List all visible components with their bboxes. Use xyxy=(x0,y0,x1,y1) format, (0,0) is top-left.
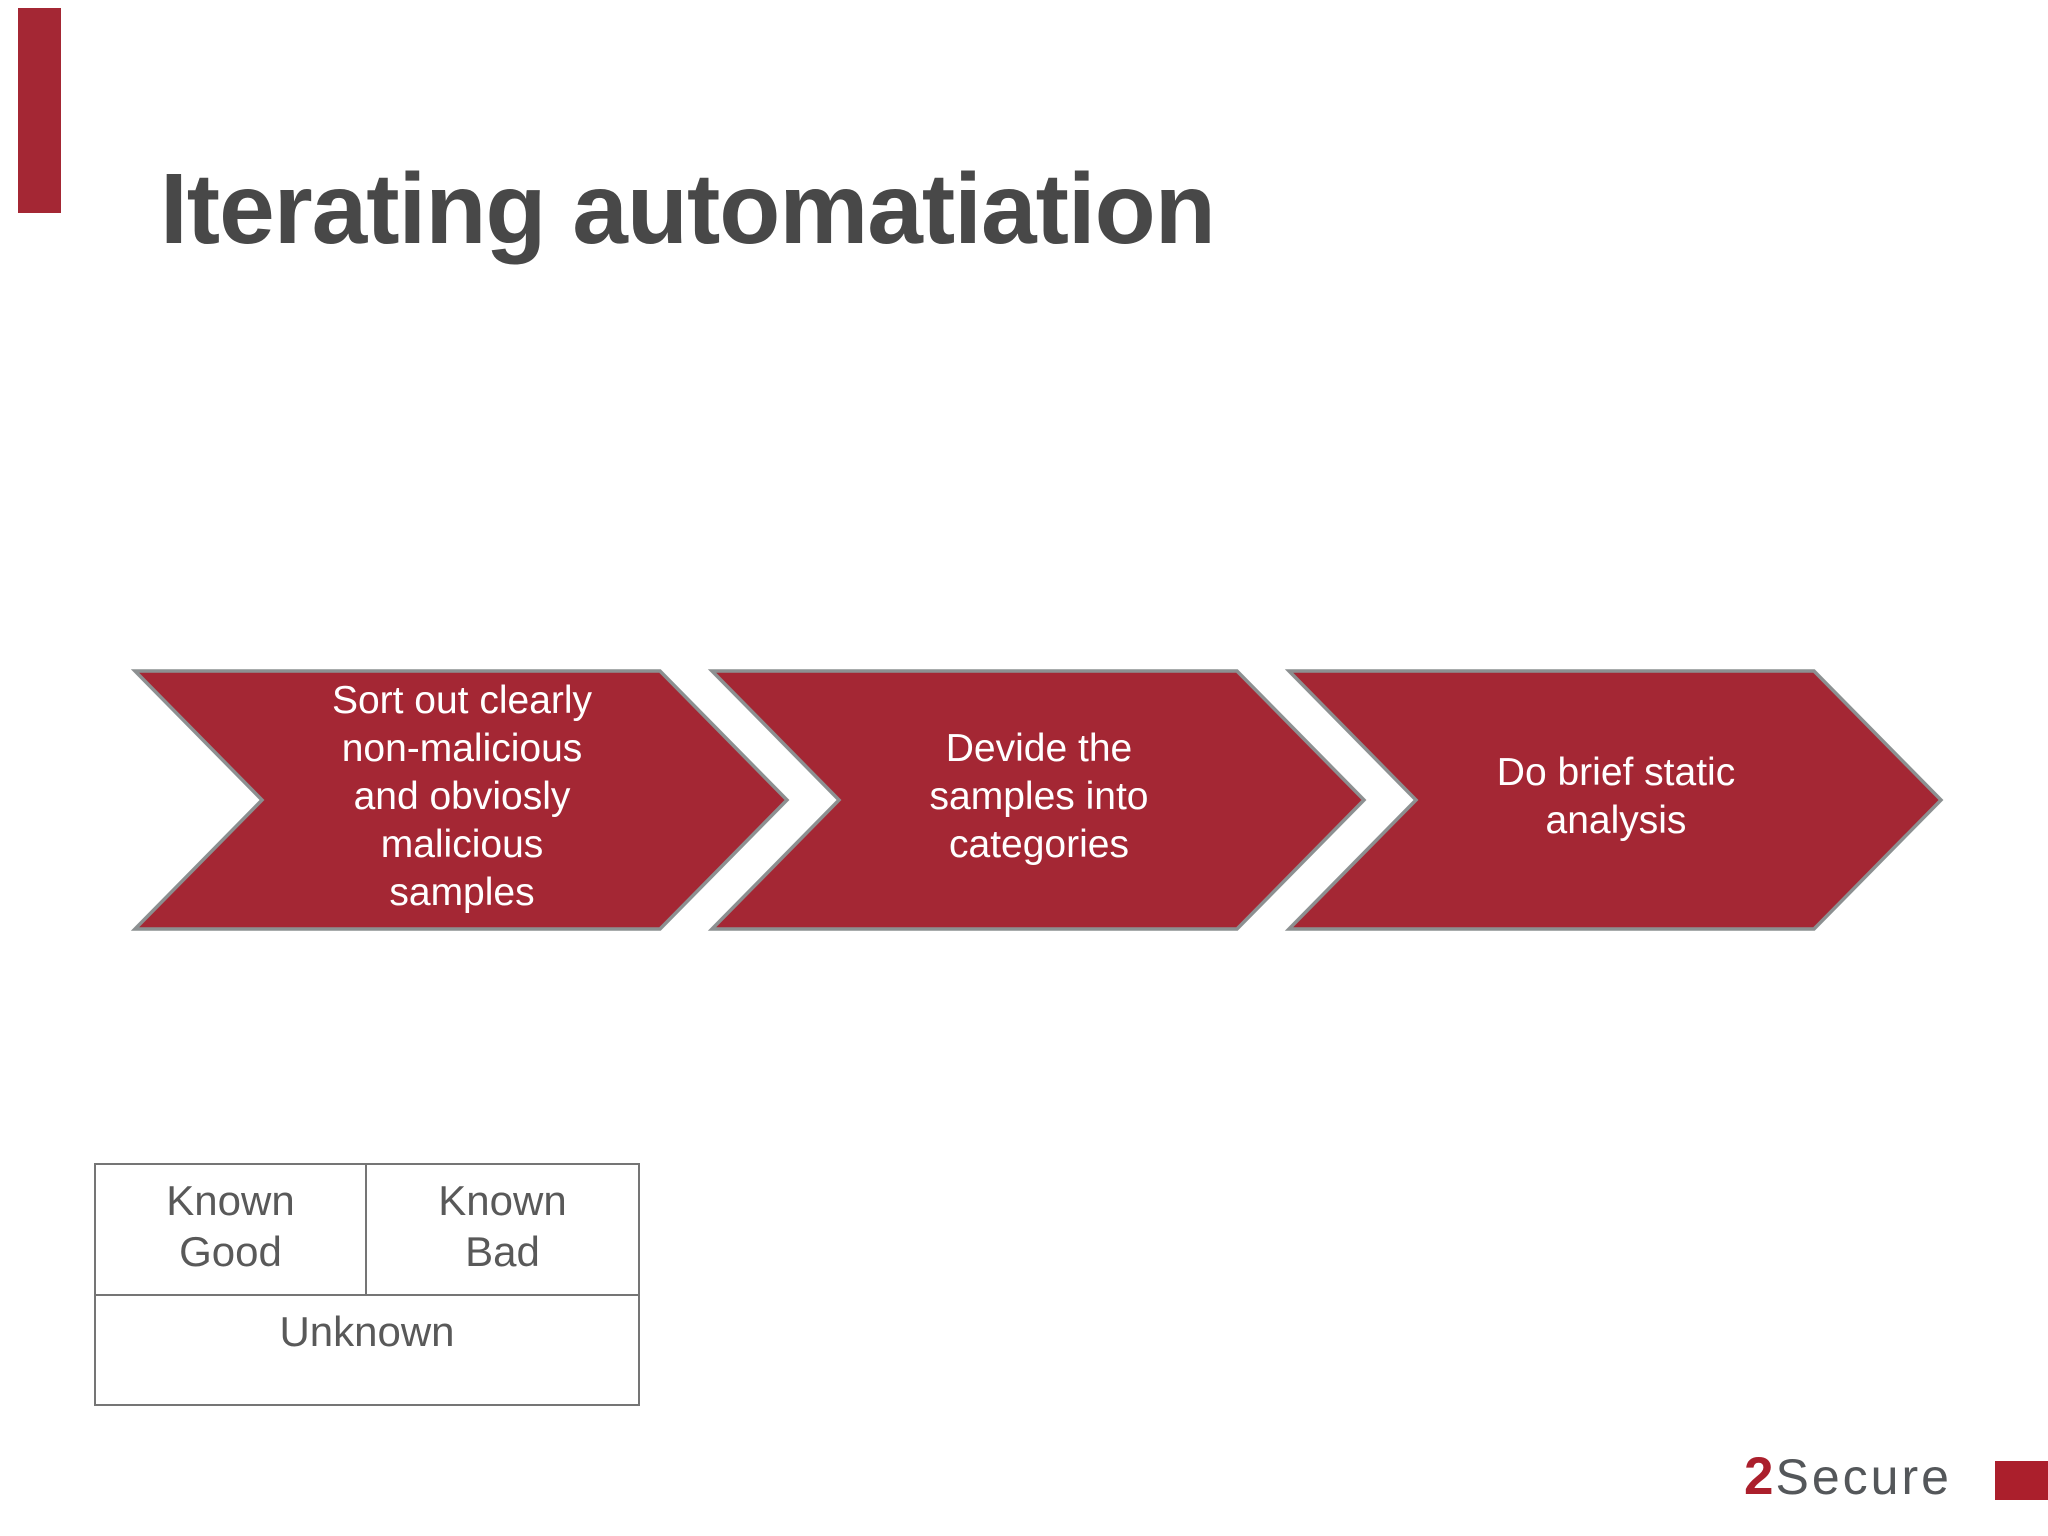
accent-bar xyxy=(18,8,61,213)
table-cell-unknown: Unknown xyxy=(279,1308,455,1355)
logo-name: Secure xyxy=(1775,1449,1952,1505)
logo-prefix: 2 xyxy=(1744,1447,1774,1506)
table-cell-known-good: Known Good xyxy=(96,1165,367,1296)
chevron-arrow-icon xyxy=(1284,669,1944,931)
slide-title: Iterating automatiation xyxy=(160,153,1216,265)
process-step-2-label: Devide the samples into categories xyxy=(929,727,1149,866)
process-step-1-label: Sort out clearly non-malicious and obvio… xyxy=(331,679,593,914)
table-cell-known-bad: Known Bad xyxy=(367,1165,638,1296)
chevron-arrow-icon xyxy=(707,669,1367,931)
classification-table: Known Good Known Bad Unknown xyxy=(94,1163,640,1406)
logo-red-block xyxy=(1995,1461,2048,1500)
process-step-3-label: Do brief static analysis xyxy=(1496,751,1736,842)
company-logo: 2Secure xyxy=(1744,1449,1952,1505)
chevron-arrow-icon xyxy=(130,669,790,931)
